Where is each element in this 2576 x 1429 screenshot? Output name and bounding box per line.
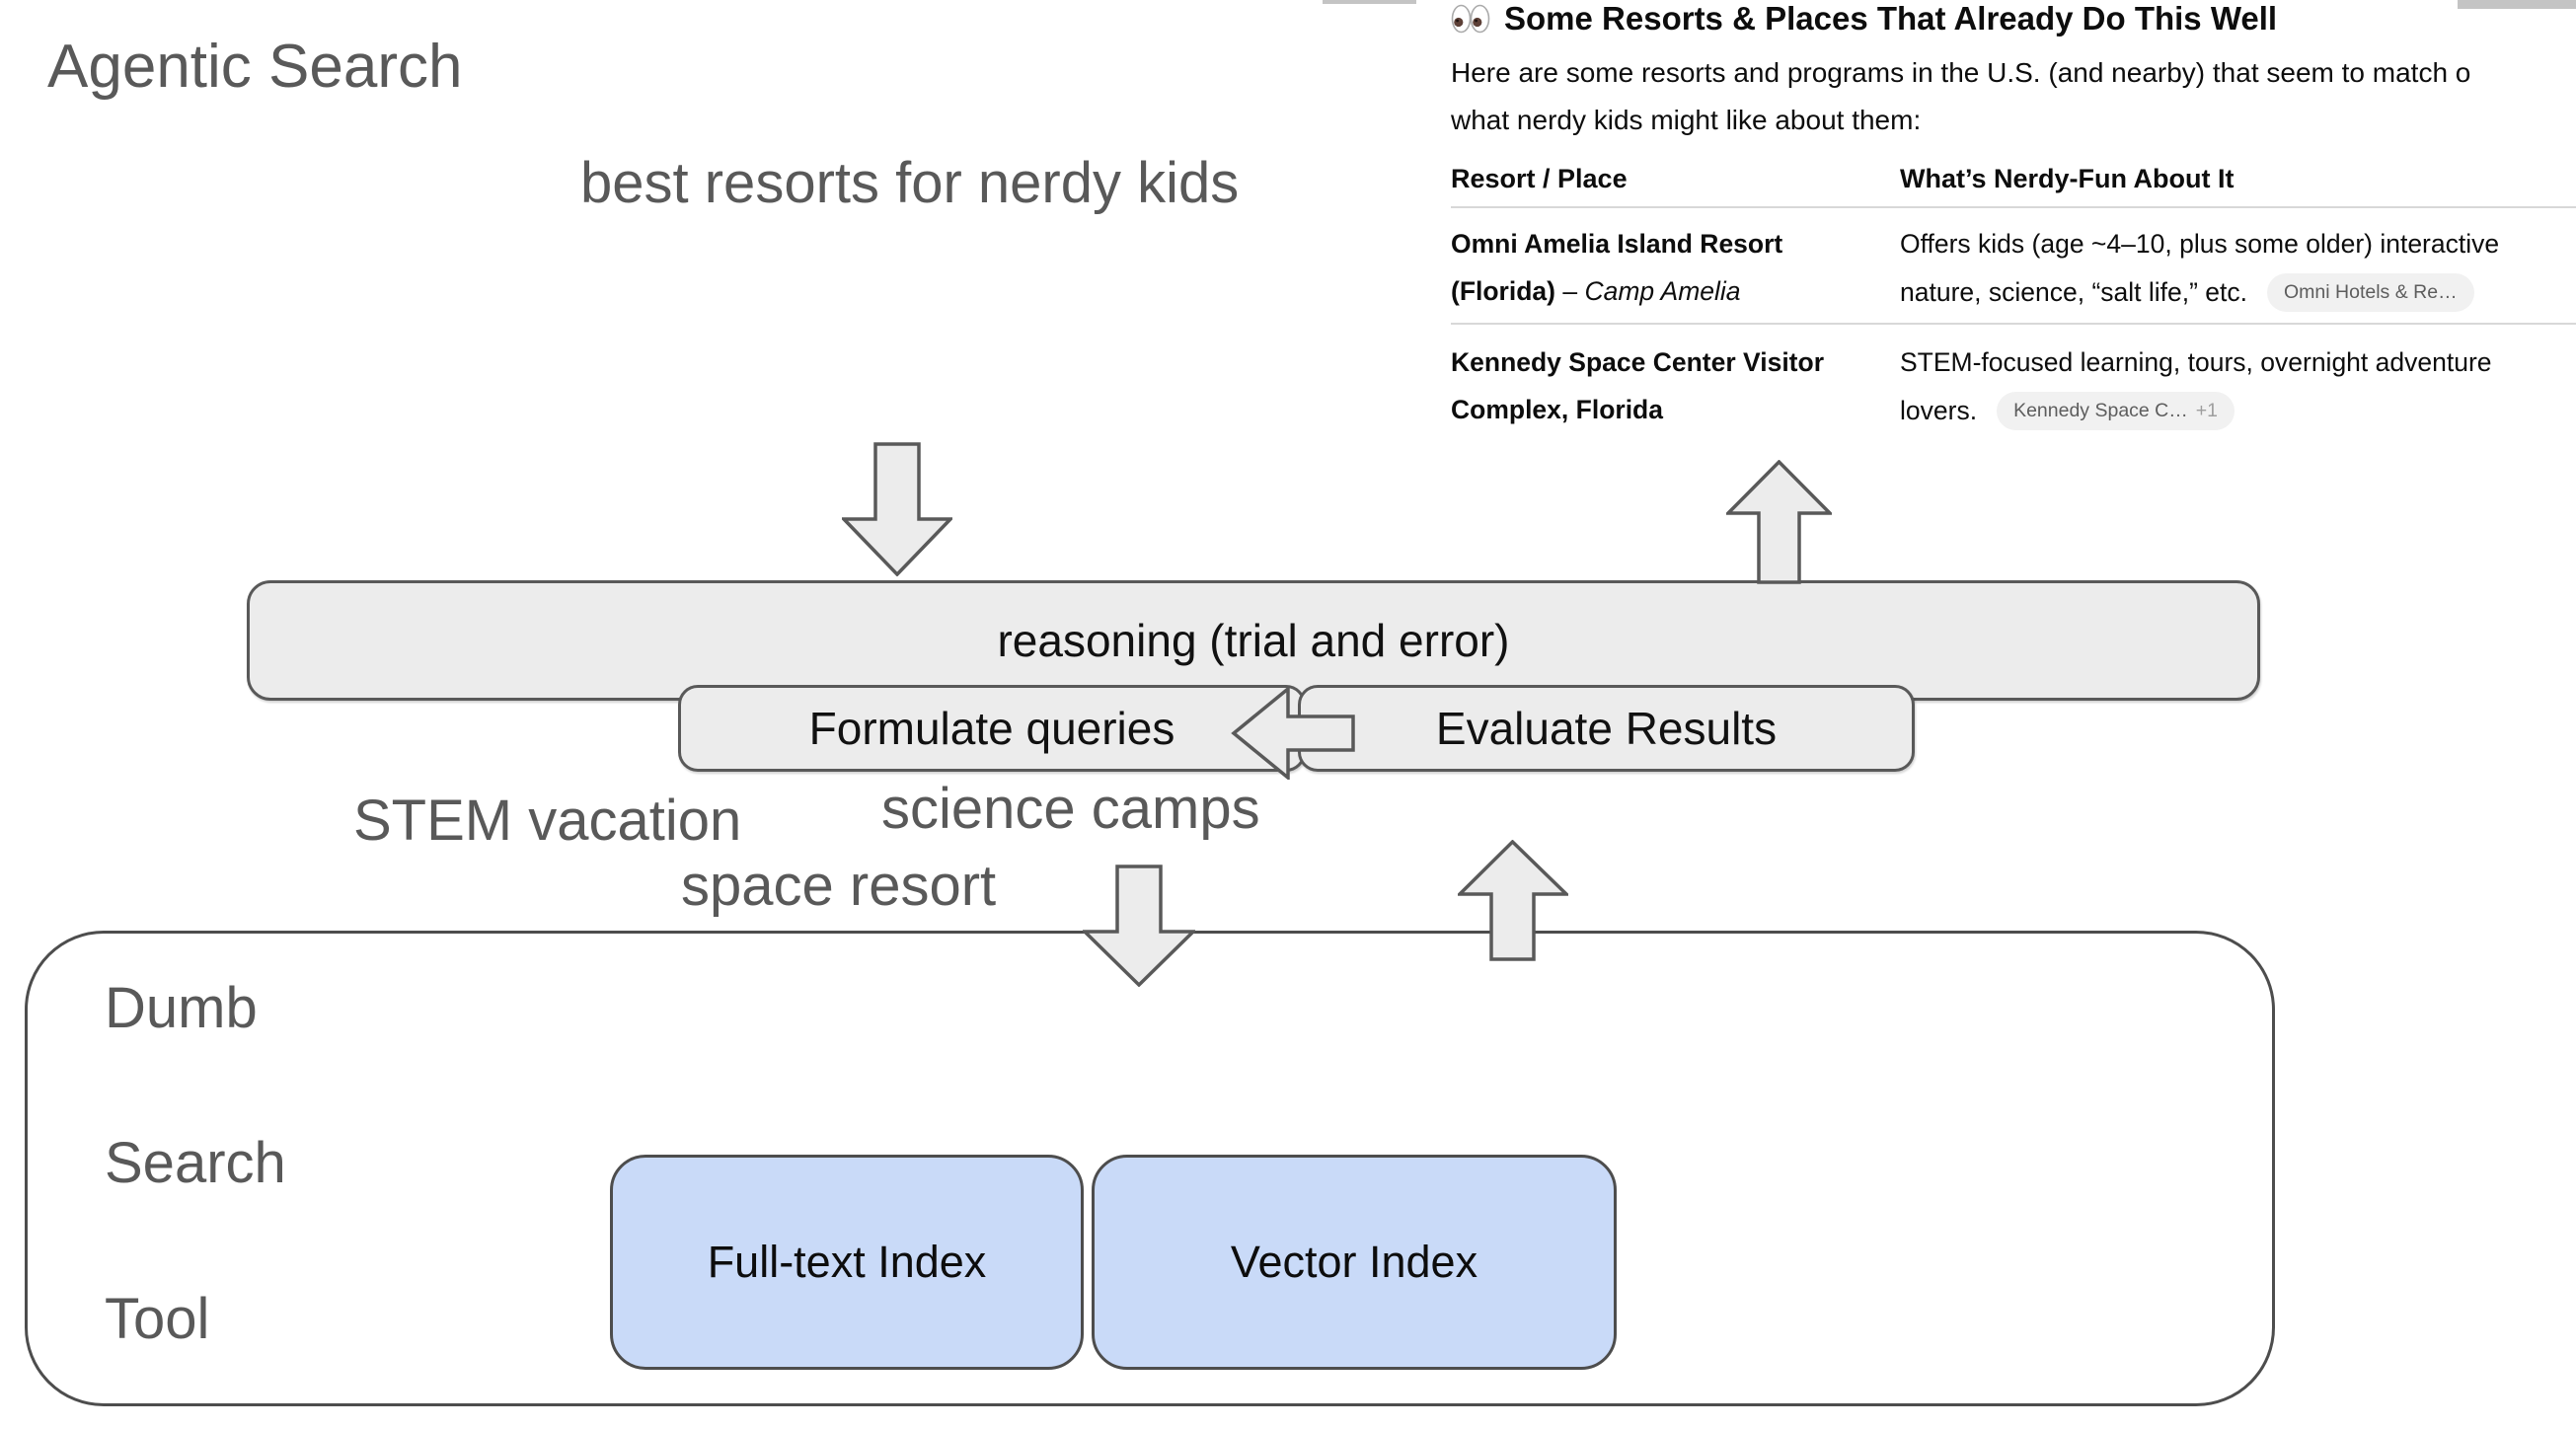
row1-name-line1: Omni Amelia Island Resort (1451, 229, 1783, 259)
table-header-divider (1451, 206, 2576, 208)
tool-label-line-1: Dumb (105, 976, 258, 1040)
row1-desc-line1: Offers kids (age ~4–10, plus some older)… (1900, 229, 2500, 259)
window-edge-strip-left (1323, 0, 1416, 4)
reasoning-label: reasoning (trial and error) (997, 615, 1510, 666)
arrow-down-queries-to-tool-icon (1083, 865, 1195, 987)
row2-desc-line1: STEM-focused learning, tours, overnight … (1900, 347, 2492, 377)
results-intro-line-2: what nerdy kids might like about them: (1451, 105, 1922, 135)
arrow-up-reasoning-to-results-icon (1726, 460, 1832, 584)
vector-index-box: Vector Index (1092, 1155, 1617, 1370)
full-text-index-box: Full-text Index (610, 1155, 1084, 1370)
row1-source-badge[interactable]: Omni Hotels & Re… (2267, 272, 2474, 312)
arrow-up-tool-to-results-icon (1458, 840, 1568, 961)
row2-source-badge-extra: +1 (2195, 399, 2218, 421)
search-query-term-1: STEM vacation (353, 789, 742, 853)
results-intro-line-1: Here are some resorts and programs in th… (1451, 57, 2471, 88)
vector-index-label: Vector Index (1230, 1237, 1478, 1287)
window-edge-strip-right (2458, 0, 2576, 9)
formulate-queries-box: Formulate queries (678, 685, 1306, 772)
row2-source-badge[interactable]: Kennedy Space C… +1 (1997, 391, 2235, 430)
results-panel-title: Some Resorts & Places That Already Do Th… (1504, 0, 2278, 37)
table-col1-header: Resort / Place (1451, 164, 1628, 193)
row2-desc-line2-row: lovers. Kennedy Space C… +1 (1900, 387, 2235, 434)
row1-name-line2: (Florida) – Camp Amelia (1451, 276, 1741, 307)
row1-name-line2-bold: (Florida) (1451, 276, 1555, 306)
search-query-term-2: science camps (881, 777, 1260, 841)
page-title: Agentic Search (47, 33, 463, 101)
row2-name-line2: Complex, Florida (1451, 395, 1663, 424)
full-text-index-label: Full-text Index (707, 1237, 987, 1287)
user-query-text: best resorts for nerdy kids (580, 151, 1240, 215)
arrow-down-query-to-reasoning-icon (842, 442, 952, 576)
eyes-emoji-icon (1451, 4, 1490, 34)
search-query-term-3: space resort (681, 854, 997, 918)
row2-source-badge-label: Kennedy Space C… (2013, 399, 2188, 421)
row1-name-line2-italic: Camp Amelia (1584, 276, 1741, 306)
row1-desc-line2-row: nature, science, “salt life,” etc. Omni … (1900, 268, 2474, 316)
formulate-queries-label: Formulate queries (808, 703, 1175, 754)
row1-name-line2-sep: – (1555, 276, 1585, 306)
row1-source-badge-label: Omni Hotels & Re… (2284, 280, 2458, 303)
evaluate-results-label: Evaluate Results (1435, 703, 1778, 754)
tool-label-line-2: Search (105, 1131, 286, 1195)
results-panel: Some Resorts & Places That Already Do Th… (1449, 0, 2576, 454)
tool-label-line-3: Tool (105, 1287, 210, 1351)
reasoning-box: reasoning (trial and error) (247, 580, 2260, 701)
table-row-divider (1451, 323, 2576, 325)
table-col2-header: What’s Nerdy-Fun About It (1900, 164, 2235, 193)
row2-name-line1: Kennedy Space Center Visitor (1451, 347, 1825, 377)
row2-desc-line2: lovers. (1900, 395, 1978, 425)
results-panel-header: Some Resorts & Places That Already Do Th… (1451, 0, 2277, 38)
arrow-left-evaluate-to-formulate-icon (1231, 687, 1355, 780)
evaluate-results-box: Evaluate Results (1298, 685, 1915, 772)
row1-desc-line2: nature, science, “salt life,” etc. (1900, 276, 2248, 307)
